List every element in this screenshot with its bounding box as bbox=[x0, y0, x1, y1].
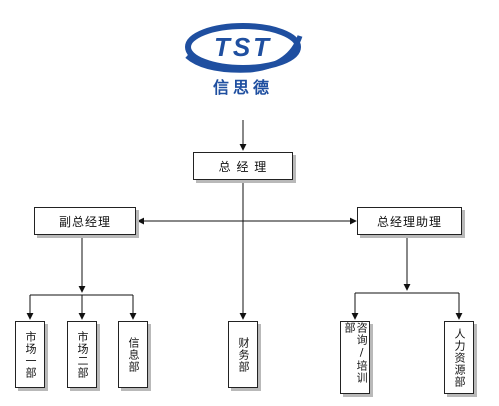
deputy-gm-box: 副总经理 bbox=[34, 207, 136, 235]
dept-information-box: 信息部 bbox=[118, 321, 148, 388]
dept-information-label: 信息部 bbox=[127, 336, 141, 373]
dept-market-2-label: 市场二部 bbox=[76, 330, 90, 379]
gm-assistant-box: 总经理助理 bbox=[357, 207, 462, 235]
logo-company-name: 信思德 bbox=[213, 78, 273, 97]
dept-hr-label: 人力资源部 bbox=[453, 327, 467, 388]
dept-finance-box: 财务部 bbox=[228, 321, 258, 388]
dept-consulting-box: 咨询/培训部 bbox=[340, 321, 370, 394]
logo-mark-text: TST bbox=[214, 32, 272, 62]
company-logo: TST 信思德 bbox=[185, 23, 303, 97]
dept-market-1-label: 市场一部 bbox=[24, 330, 38, 379]
dept-consulting-label: 咨询/培训部 bbox=[343, 322, 369, 384]
general-manager-label: 总 经 理 bbox=[218, 159, 268, 174]
dept-market-1-box: 市场一部 bbox=[15, 321, 45, 388]
dept-finance-label: 财务部 bbox=[237, 336, 251, 373]
gm-assistant-label: 总经理助理 bbox=[376, 214, 442, 229]
general-manager-box: 总 经 理 bbox=[193, 152, 293, 180]
deputy-gm-label: 副总经理 bbox=[58, 214, 111, 229]
dept-market-2-box: 市场二部 bbox=[67, 321, 97, 388]
dept-hr-box: 人力资源部 bbox=[444, 321, 474, 394]
tst-logo-mark: TST bbox=[185, 23, 303, 73]
